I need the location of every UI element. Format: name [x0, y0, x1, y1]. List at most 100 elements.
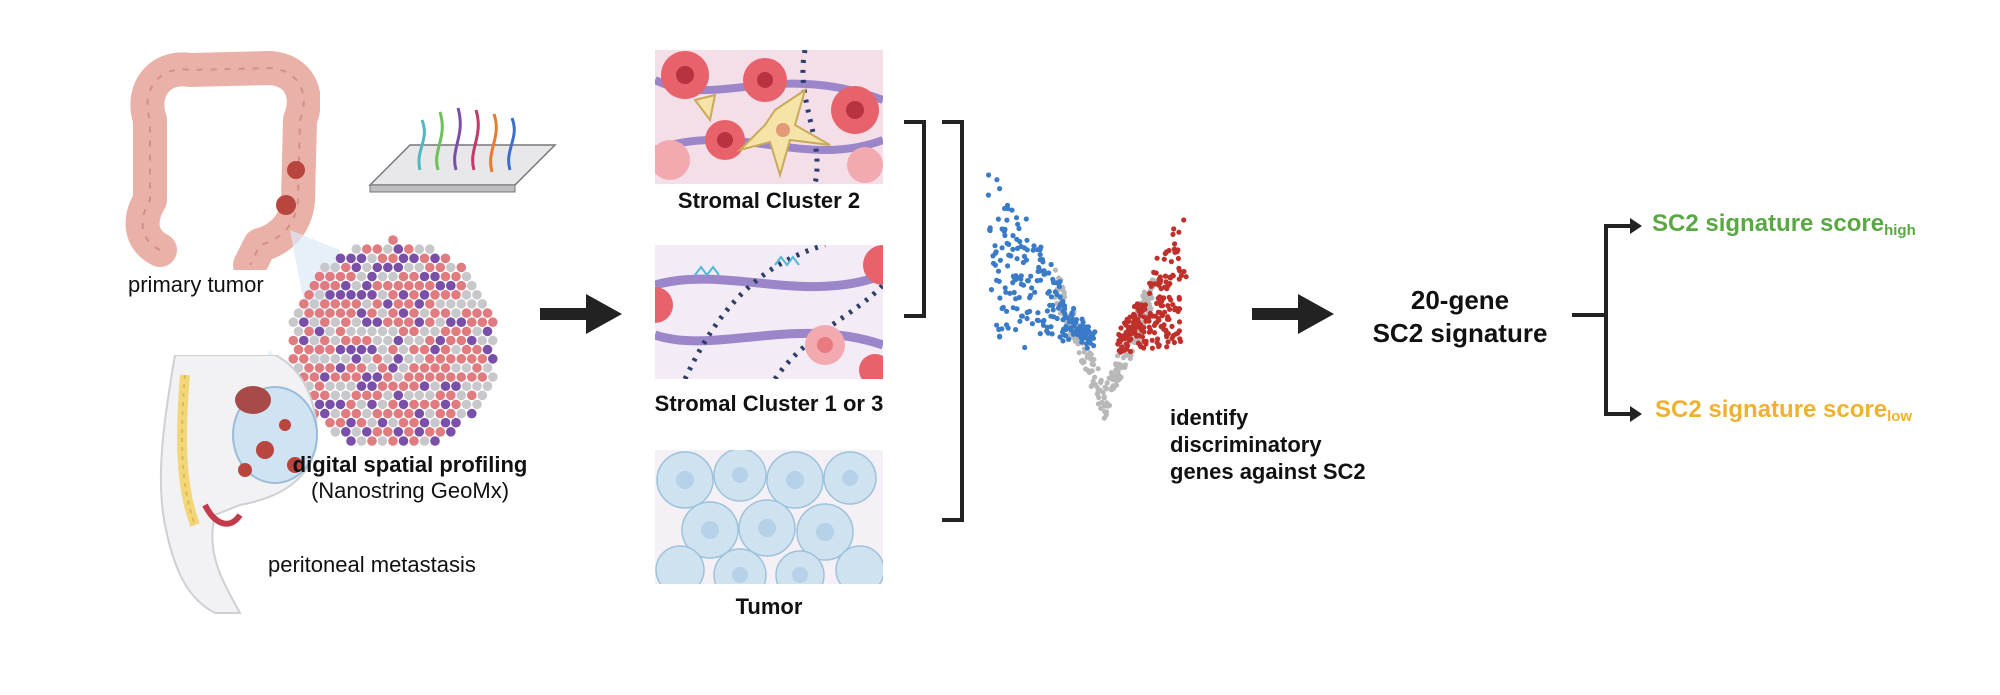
dsp-spot: [304, 308, 314, 318]
dsp-spot: [367, 344, 377, 355]
volcano-point: [997, 257, 1003, 263]
torso-illustration: [159, 355, 318, 614]
volcano-point: [1100, 389, 1106, 395]
volcano-point: [1037, 268, 1043, 274]
dsp-spot: [377, 290, 388, 300]
dsp-spot: [335, 290, 346, 300]
volcano-point: [1104, 380, 1110, 386]
dsp-spot: [430, 290, 440, 300]
volcano-point: [1040, 322, 1047, 328]
dsp-spot: [335, 271, 346, 282]
volcano-point: [1142, 302, 1148, 308]
volcano-point: [1089, 361, 1095, 367]
dsp-spot: [440, 344, 451, 355]
dsp-spot: [362, 372, 372, 382]
dsp-spot: [393, 408, 404, 419]
dsp-spot: [372, 280, 383, 291]
dsp-spot: [419, 344, 430, 355]
dsp-spot: [288, 354, 299, 364]
volcano-point: [1014, 256, 1020, 262]
dsp-spot: [477, 335, 488, 346]
dsp-spot: [351, 280, 362, 291]
stromal-cluster-1-or-3-panel: [655, 245, 883, 379]
dsp-spot: [388, 235, 398, 245]
dsp-spot: [414, 354, 425, 364]
dsp-spot: [314, 271, 325, 282]
volcano-point: [1170, 231, 1176, 237]
volcano-point: [1031, 243, 1037, 249]
dsp-spot: [356, 290, 367, 300]
volcano-point: [1155, 309, 1161, 315]
dsp-spot: [293, 308, 304, 318]
dsp-spot: [414, 280, 425, 291]
dsp-spot: [388, 326, 398, 337]
volcano-point: [1024, 237, 1030, 243]
volcano-point: [1147, 290, 1153, 296]
sc2-score-high-label: SC2 signature scorehigh: [1652, 210, 1916, 239]
volcano-point: [1156, 276, 1162, 282]
volcano-point: [1002, 232, 1008, 239]
volcano-point: [986, 172, 992, 178]
volcano-point: [1139, 334, 1146, 340]
dsp-spot: [440, 417, 451, 428]
dsp-spot: [461, 381, 472, 391]
volcano-point: [1000, 304, 1006, 310]
dsp-spot: [419, 363, 430, 373]
volcano-point: [1176, 306, 1182, 312]
dsp-spot: [435, 262, 446, 273]
volcano-point: [1172, 307, 1178, 313]
dsp-spot: [404, 335, 414, 346]
volcano-point: [1164, 334, 1170, 340]
volcano-point: [1016, 225, 1022, 232]
dsp-spot: [435, 335, 446, 346]
dsp-spot: [461, 290, 472, 300]
dsp-spot: [346, 363, 356, 373]
volcano-point: [1102, 384, 1108, 390]
volcano-point: [1075, 331, 1081, 338]
dsp-spot: [425, 244, 435, 254]
volcano-point: [1032, 289, 1038, 295]
dsp-spot: [341, 262, 351, 273]
volcano-point: [1063, 333, 1069, 339]
volcano-point: [1079, 316, 1085, 322]
dsp-spot: [362, 299, 372, 309]
volcano-point: [1050, 276, 1056, 282]
dsp-spot: [440, 399, 451, 410]
dsp-spot: [398, 399, 409, 410]
dsp-spot: [482, 326, 493, 337]
volcano-point: [1173, 331, 1179, 337]
dsp-spot: [341, 372, 351, 382]
dsp-spot: [314, 381, 325, 391]
volcano-point: [1037, 257, 1043, 263]
dsp-spot: [362, 427, 372, 437]
volcano-point: [1046, 270, 1052, 276]
dsp-spot: [451, 308, 461, 318]
dsp-spot: [388, 417, 398, 428]
dsp-spot: [377, 363, 388, 373]
tumor-panel: [655, 450, 883, 584]
dsp-spot: [482, 363, 493, 373]
dsp-label: digital spatial profiling (Nanostring Ge…: [290, 452, 530, 504]
volcano-point: [1052, 267, 1059, 273]
dsp-spot: [467, 335, 477, 346]
dsp-spot: [356, 417, 367, 428]
volcano-point: [1091, 343, 1097, 349]
dsp-spot: [425, 390, 435, 401]
volcano-point: [1011, 289, 1017, 296]
volcano-point: [1159, 313, 1165, 319]
dsp-spot: [404, 317, 414, 327]
volcano-point: [1131, 322, 1137, 328]
volcano-point: [1106, 375, 1112, 381]
volcano-point: [1162, 284, 1168, 290]
volcano-point: [1073, 338, 1079, 345]
stromal-cluster-1-or-3-image: [655, 245, 883, 379]
dsp-spot: [341, 354, 351, 364]
colon-illustration: [125, 51, 320, 270]
split-arrows: [1572, 218, 1642, 422]
volcano-point: [1171, 226, 1177, 232]
volcano-point: [1131, 315, 1137, 321]
dsp-spot: [377, 417, 388, 428]
dsp-spot: [367, 399, 377, 410]
dsp-spot: [372, 372, 383, 382]
dsp-spot: [398, 436, 409, 446]
